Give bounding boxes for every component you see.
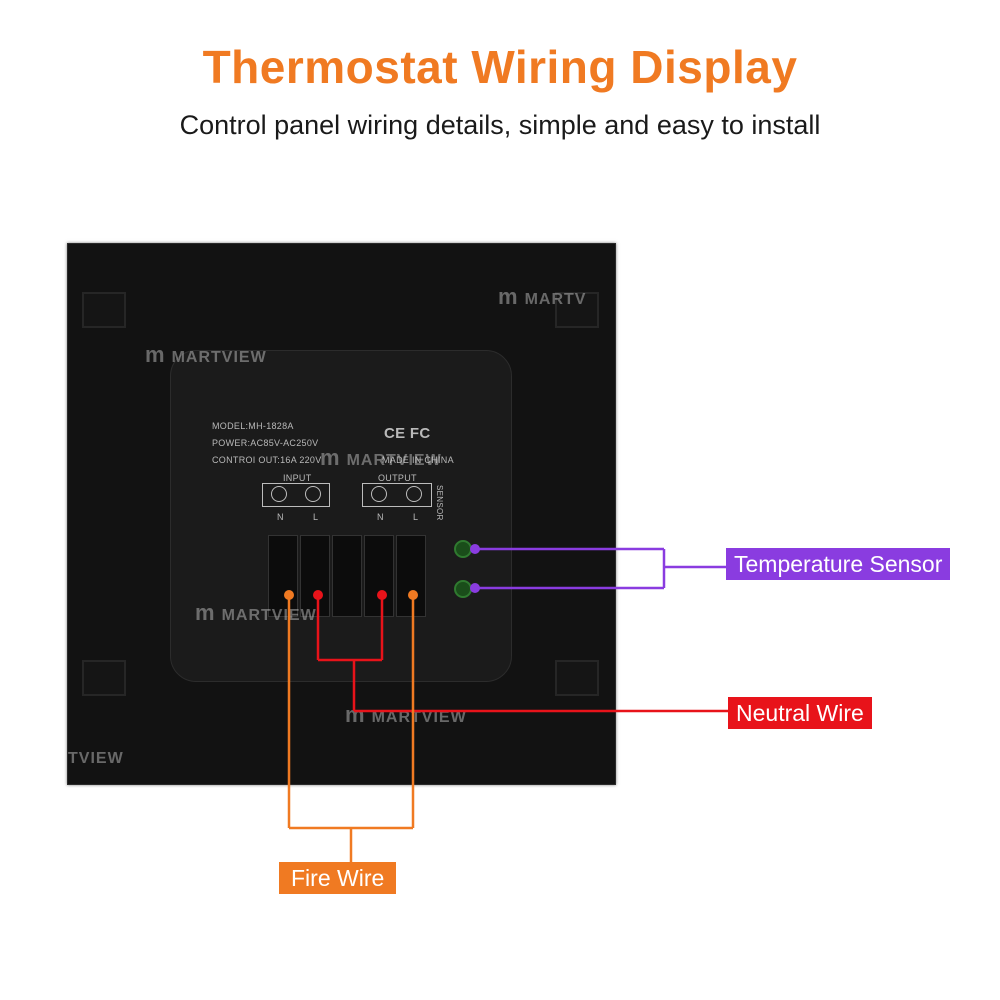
- fire-dot-2: [408, 590, 418, 600]
- terminal-block-4: [364, 535, 394, 617]
- output-n-screw: [371, 486, 387, 502]
- panel-clip-top-left: [82, 292, 126, 328]
- input-l-screw: [305, 486, 321, 502]
- terminal-block-5: [396, 535, 426, 617]
- neutral-dot-1: [313, 590, 323, 600]
- power-text: POWER:AC85V-AC250V: [212, 438, 319, 448]
- panel-clip-top-right: [555, 292, 599, 328]
- neutral-wire-lines: [316, 596, 728, 713]
- panel-clip-bottom-left: [82, 660, 126, 696]
- temperature-sensor-label: Temperature Sensor: [726, 548, 951, 580]
- panel-clip-bottom-right: [555, 660, 599, 696]
- sensor-dot-1: [470, 544, 480, 554]
- watermark-6: TVIEW: [68, 750, 124, 767]
- fire-wire-lines: [287, 596, 415, 862]
- cert-marks: CE FC: [384, 425, 431, 442]
- temperature-sensor-lines: [475, 547, 726, 590]
- input-terminal-box: [262, 483, 330, 507]
- input-n-screw: [271, 486, 287, 502]
- input-label: INPUT: [283, 473, 312, 483]
- output-terminal-box: [362, 483, 432, 507]
- sensor-dot-2: [470, 583, 480, 593]
- output-label: OUTPUT: [378, 473, 417, 483]
- terminal-block-1: [268, 535, 298, 617]
- sensor-terminal-1: [454, 540, 472, 558]
- input-n-label: N: [277, 512, 284, 522]
- neutral-wire-label: Neutral Wire: [728, 697, 872, 729]
- terminal-block-2: [300, 535, 330, 617]
- input-l-label: L: [313, 512, 319, 522]
- rear-module: [170, 350, 512, 682]
- page-title: Thermostat Wiring Display: [202, 41, 798, 93]
- output-n-label: N: [377, 512, 384, 522]
- neutral-dot-2: [377, 590, 387, 600]
- fire-wire-label: Fire Wire: [279, 862, 397, 894]
- sensor-terminal-2: [454, 580, 472, 598]
- page-subtitle: Control panel wiring details, simple and…: [179, 110, 821, 140]
- output-l-label: L: [413, 512, 419, 522]
- model-text: MODEL:MH-1828A: [212, 421, 294, 431]
- made-in-text: MADE IN CHINA: [382, 455, 454, 465]
- terminal-block-3: [332, 535, 362, 617]
- output-l-screw: [406, 486, 422, 502]
- control-out-text: CONTROI OUT:16A 220V: [212, 455, 322, 465]
- fire-dot-1: [284, 590, 294, 600]
